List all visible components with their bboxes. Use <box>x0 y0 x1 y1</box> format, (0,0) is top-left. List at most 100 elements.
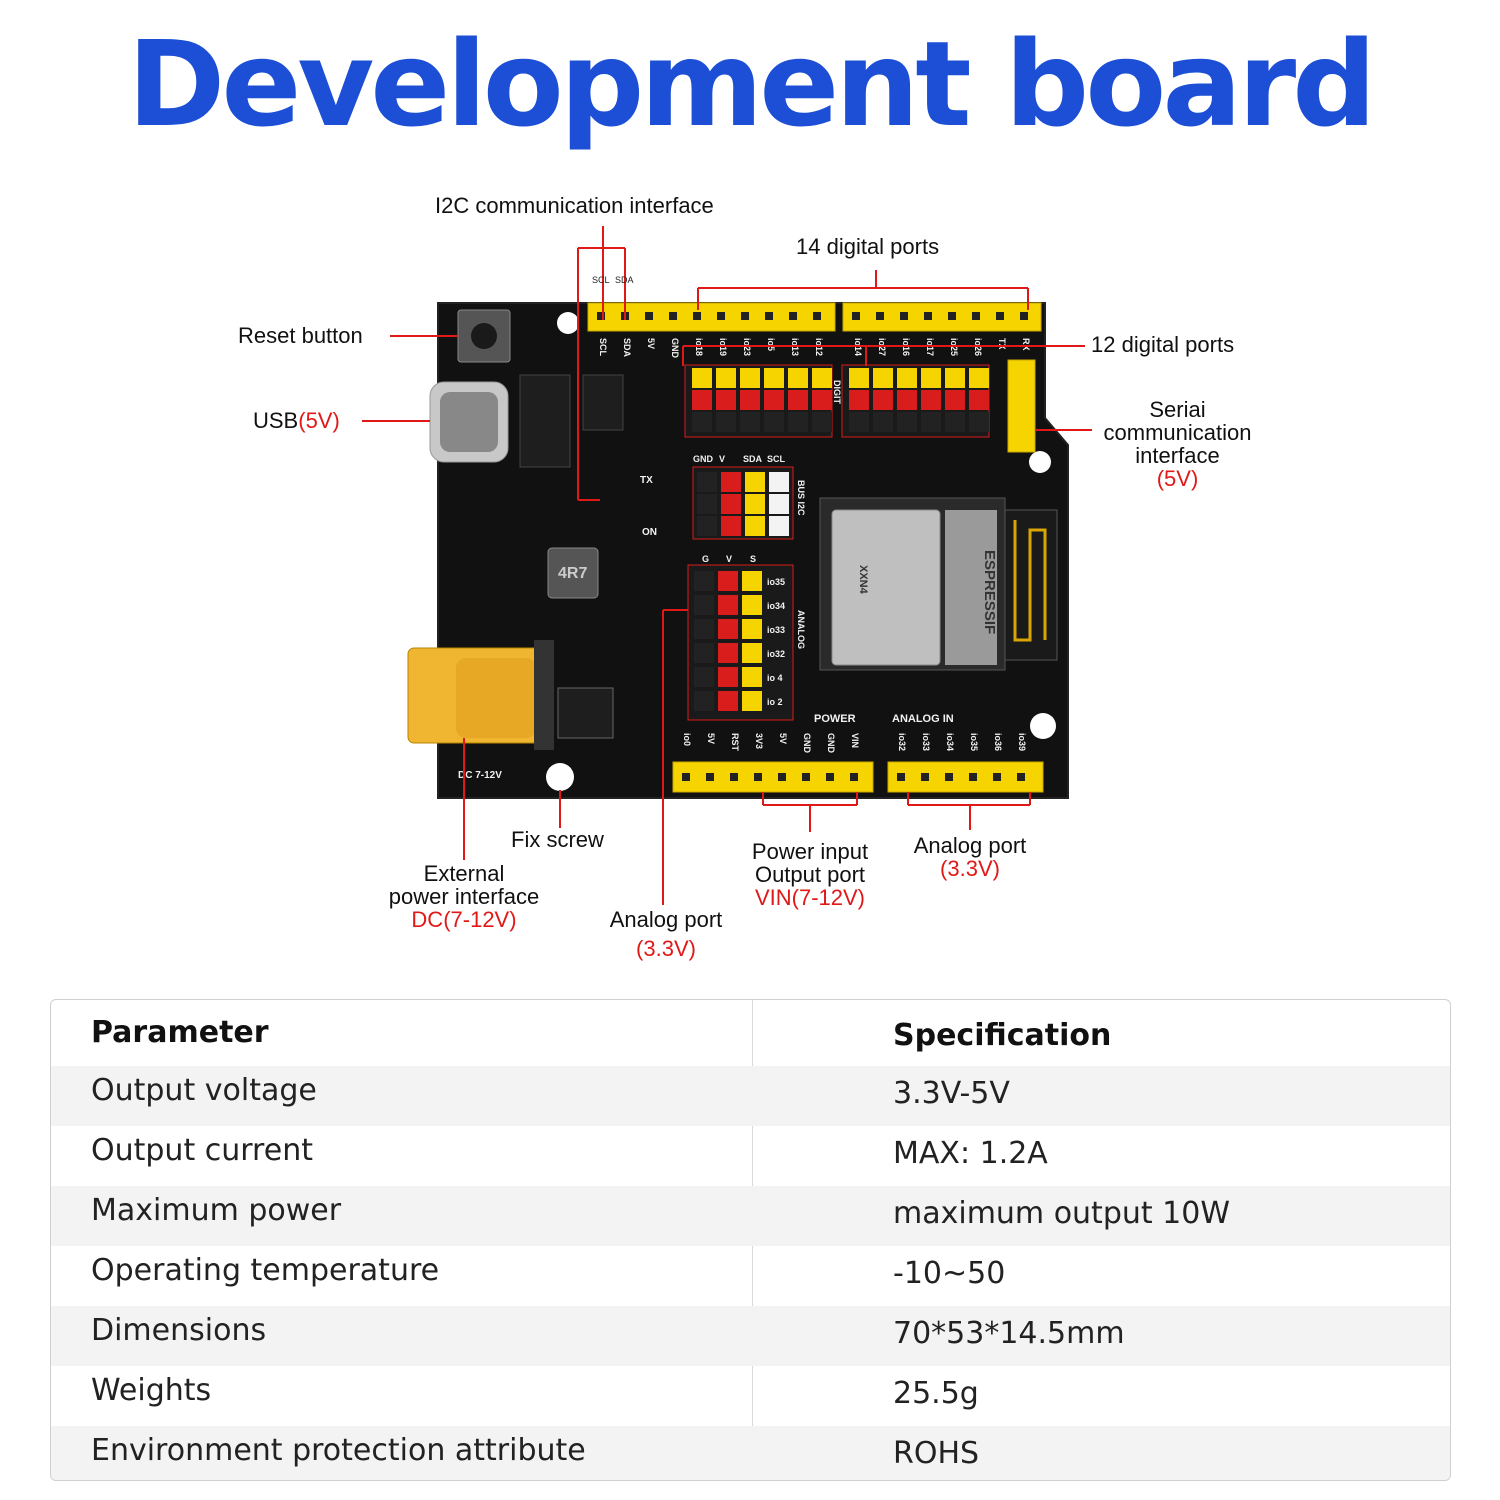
header-hole <box>945 773 953 781</box>
bottom-pin-silk: io33 <box>921 733 931 751</box>
reset-label: Reset button <box>238 323 363 348</box>
header-hole <box>826 773 834 781</box>
bottom-power-header <box>672 761 874 793</box>
header-hole <box>802 773 810 781</box>
spec-cell: 3.3V-5V <box>893 1076 1010 1111</box>
bus-header-silk: V <box>719 454 725 464</box>
bottom-pin-silk: GND <box>826 733 836 754</box>
tx-silk: TX <box>640 475 653 486</box>
serial-voltage: (5V) <box>1156 466 1199 491</box>
analog-pin <box>718 691 738 711</box>
power-pin <box>740 390 760 410</box>
fix-screw-label: Fix screw <box>511 827 604 852</box>
analog-silk: ANALOG <box>796 610 806 649</box>
bottom-pin-silk: io34 <box>945 733 955 751</box>
header-hole <box>924 312 932 320</box>
signal-pin <box>873 368 893 388</box>
ground-pin <box>692 412 712 432</box>
ground-pin <box>945 412 965 432</box>
table-row: Output voltage 3.3V-5V <box>51 1066 1450 1126</box>
ground-pin <box>921 412 941 432</box>
power-pin <box>945 390 965 410</box>
ground-pin <box>788 412 808 432</box>
header-hole <box>1017 773 1025 781</box>
top-pin-silk: io19 <box>718 338 728 356</box>
page-title: Development board <box>127 15 1376 153</box>
serial-header <box>1007 359 1036 453</box>
top-pin-silk: io16 <box>901 338 911 356</box>
ground-pin <box>740 412 760 432</box>
spec-table: Parameter Specification Output voltage 3… <box>50 999 1451 1481</box>
analog-pin <box>694 619 714 639</box>
bus-header-silk: SDA <box>743 454 763 464</box>
bottom-pin-silk: io39 <box>1017 733 1027 751</box>
bottom-pin-silk: 5V <box>706 733 716 744</box>
analog-pin-silk: io34 <box>767 601 785 611</box>
bus-pin <box>745 516 765 536</box>
bus-pin <box>721 516 741 536</box>
bus-pin <box>721 472 741 492</box>
serial-line-3: interface <box>1135 443 1220 468</box>
bottom-pin-silk: 3V3 <box>754 733 764 749</box>
param-cell: Maximum power <box>91 1193 342 1228</box>
ground-pin <box>849 412 869 432</box>
top-pin-silk: io25 <box>949 338 959 356</box>
table-row: Weights 25.5g <box>51 1366 1450 1426</box>
on-silk: ON <box>642 527 657 538</box>
external-power-label: External power interface DC(7-12V) <box>375 862 553 931</box>
analog-left-voltage: (3.3V) <box>636 936 696 961</box>
analog-pin-silk: io33 <box>767 625 785 635</box>
analog-pin <box>694 595 714 615</box>
header-hole <box>972 312 980 320</box>
top-pin-silk: GND <box>670 338 680 359</box>
header-hole <box>993 773 1001 781</box>
header-hole <box>778 773 786 781</box>
analog-pin <box>694 571 714 591</box>
sda-label: SDA <box>615 275 634 285</box>
analog-right-label: Analog port (3.3V) <box>900 834 1040 880</box>
header-hole <box>897 773 905 781</box>
digital-14-label: 14 digital ports <box>796 234 940 259</box>
ground-pin <box>969 412 989 432</box>
header-hole <box>850 773 858 781</box>
power-pin <box>873 390 893 410</box>
bus-pin <box>769 516 789 536</box>
header-hole <box>682 773 690 781</box>
analog-right-text: Analog port <box>913 833 1027 858</box>
analog-right-voltage: (3.3V) <box>940 856 1000 881</box>
i2c-label: I2C communication interface <box>435 193 714 218</box>
external-voltage: DC(7-12V) <box>411 907 517 932</box>
power-pin <box>849 390 869 410</box>
header-hole <box>1020 312 1028 320</box>
dc-silk-label: DC 7-12V <box>458 770 502 781</box>
header-hole <box>921 773 929 781</box>
header-hole <box>789 312 797 320</box>
table-row: Environment protection attribute ROHS <box>51 1426 1450 1480</box>
ground-pin <box>764 412 784 432</box>
header-hole <box>730 773 738 781</box>
analog-left-text: Analog port <box>609 907 723 932</box>
power-pin <box>921 390 941 410</box>
analog-pin <box>694 691 714 711</box>
analog-in-silk: ANALOG IN <box>892 713 954 725</box>
bottom-pin-silk: VIN <box>850 733 860 748</box>
analog-pin-silk: io 2 <box>767 697 783 707</box>
power-line-2: Output port <box>754 862 866 887</box>
analog-pin <box>742 571 762 591</box>
usb-label: USB(5V) <box>253 409 340 432</box>
bus-pin <box>697 516 717 536</box>
serial-line-2: communication <box>1103 420 1252 445</box>
mount-hole <box>1029 451 1051 473</box>
analog-pin-silk: io35 <box>767 577 785 587</box>
board-illustration: DC 7-12V 4R7 TX ON POWER ANALOG IN ESPRE… <box>362 226 1092 905</box>
param-cell: Operating temperature <box>91 1253 440 1288</box>
power-silk: POWER <box>814 713 856 725</box>
external-line-2: power interface <box>388 884 540 909</box>
bottom-pin-silk: io35 <box>969 733 979 751</box>
power-pin <box>692 390 712 410</box>
bus-header-silk: GND <box>693 454 714 464</box>
signal-pin <box>764 368 784 388</box>
signal-pin <box>692 368 712 388</box>
analog-pin <box>718 595 738 615</box>
header-hole <box>754 773 762 781</box>
